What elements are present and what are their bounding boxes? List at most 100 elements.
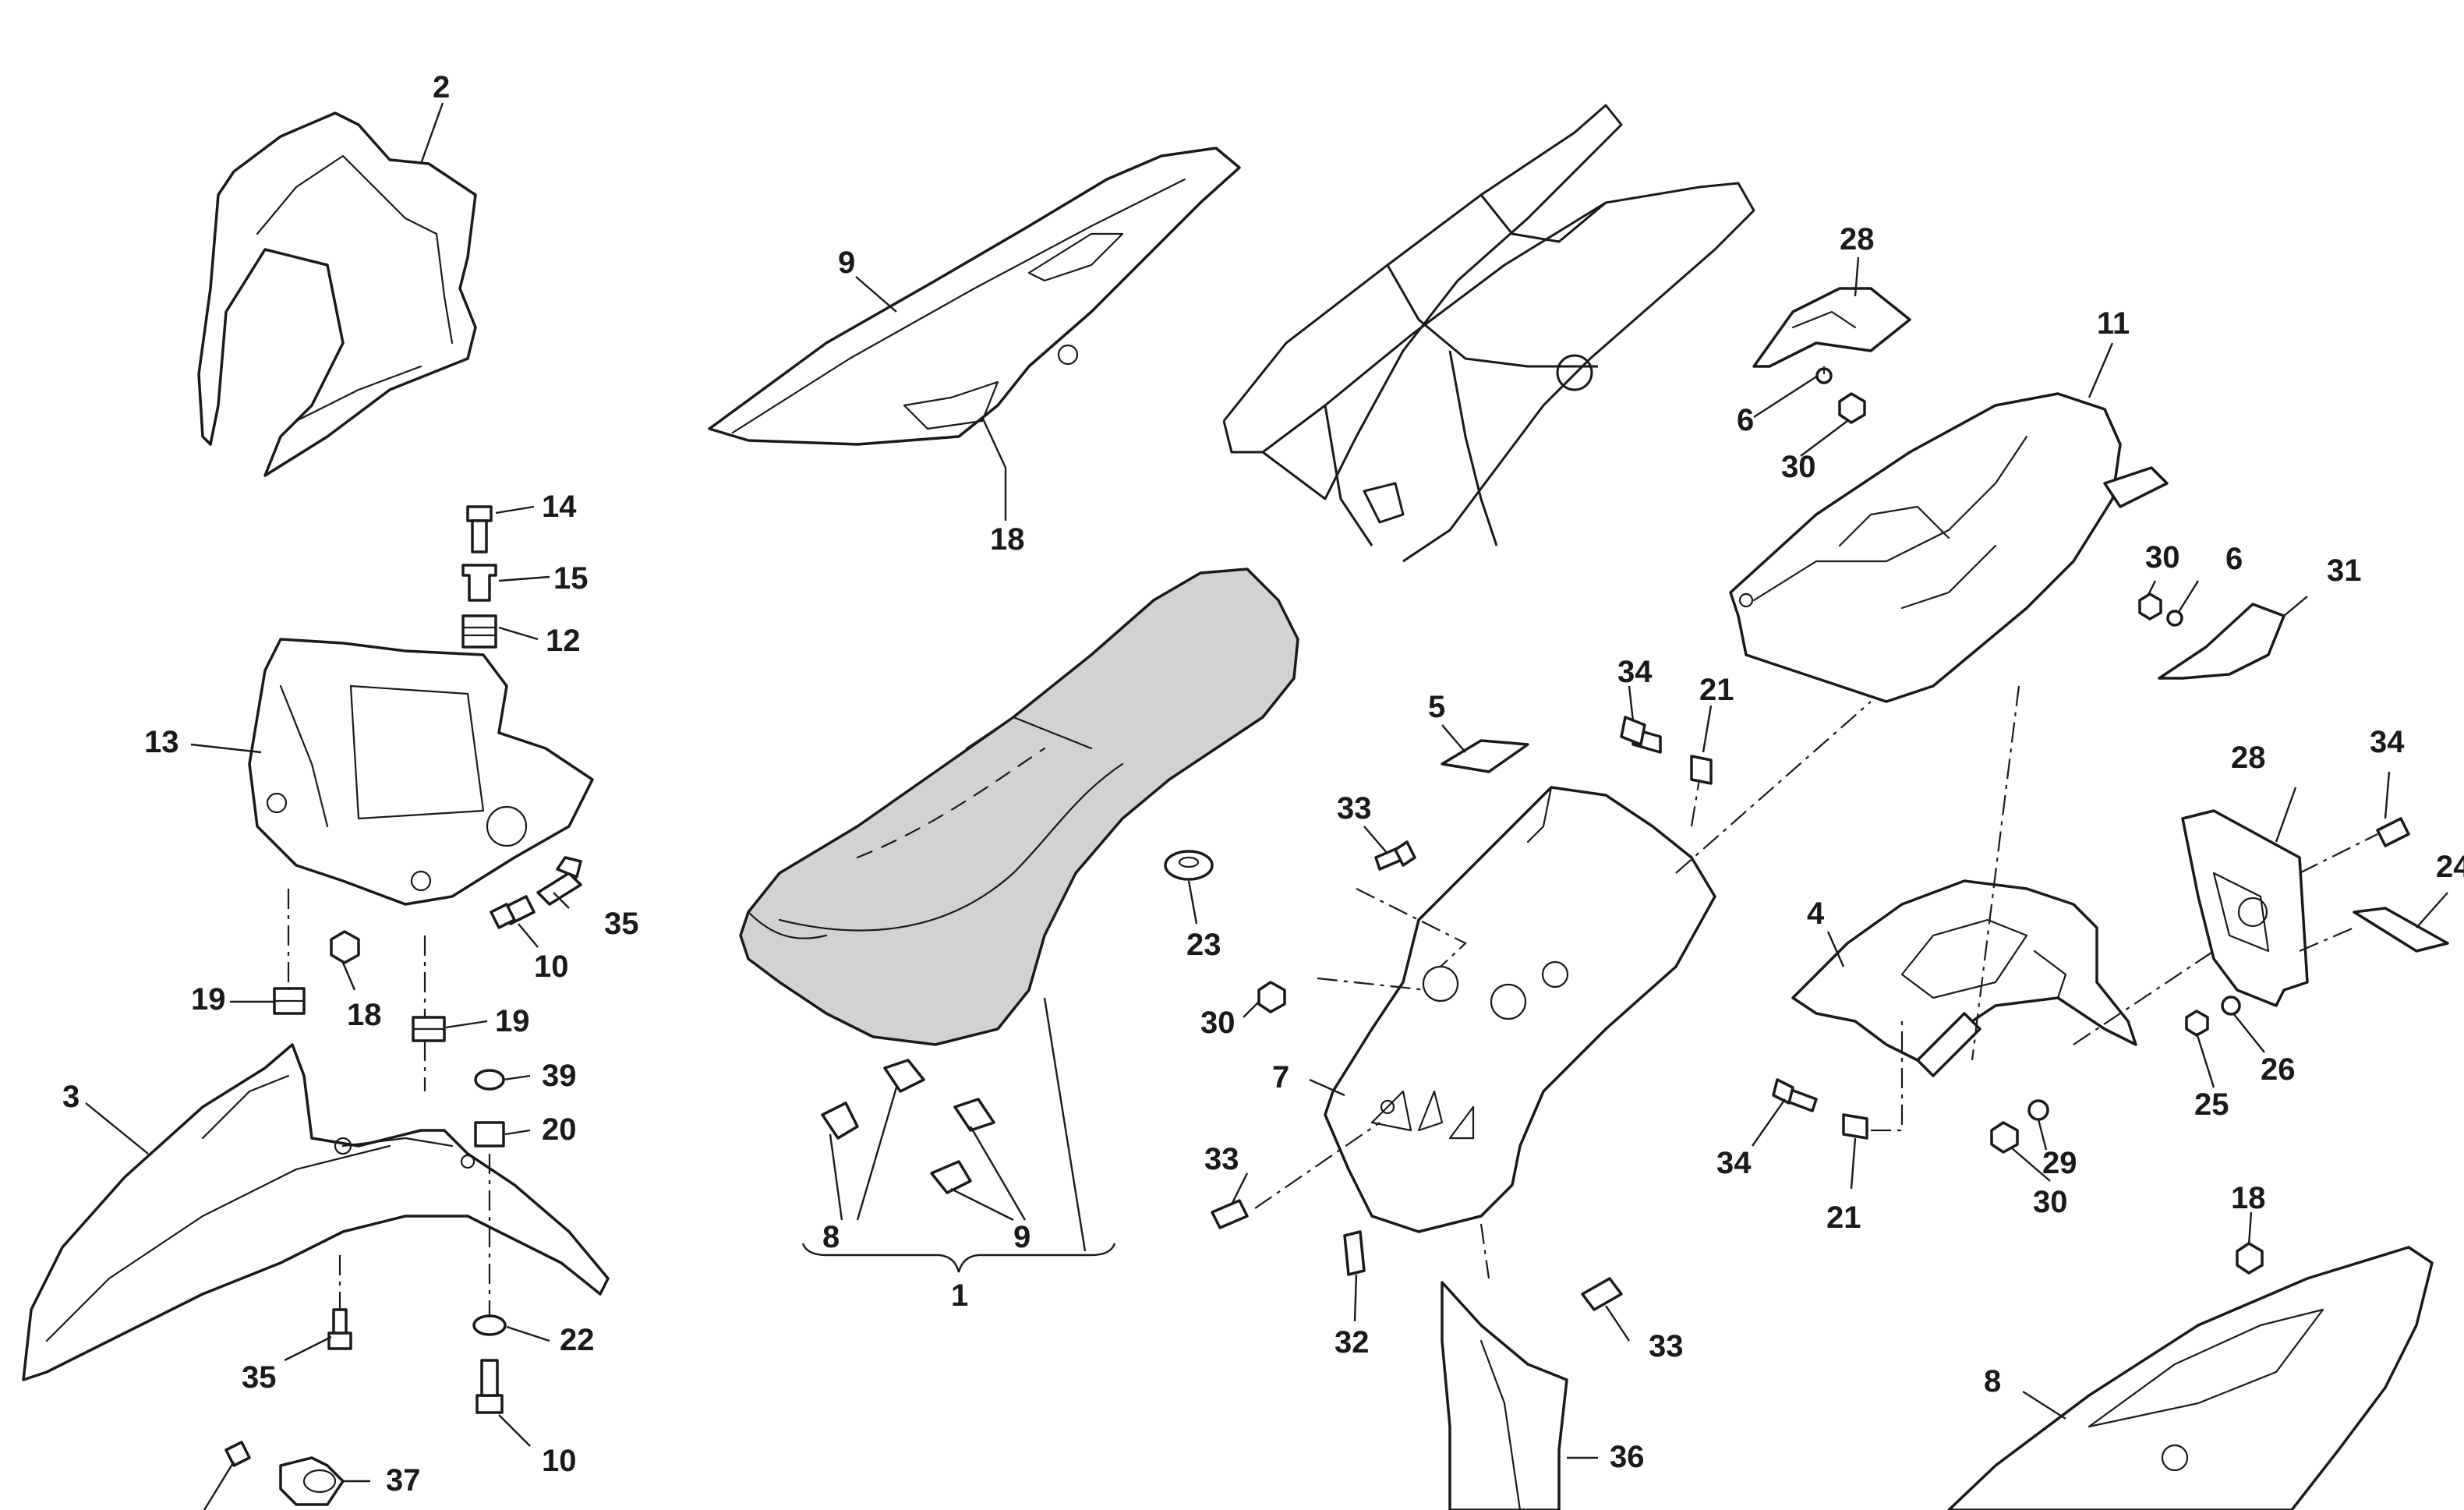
callout-21: 21 [1826,1201,1861,1235]
nut-part [2236,1242,2264,1275]
grommet-part [461,614,497,649]
callout-27: 28 [2231,741,2266,775]
spacer-part [474,1121,505,1148]
left-side-panel-part [708,147,1241,446]
callout-7: 7 [1272,1060,1289,1094]
seat-clip-part [953,1098,995,1132]
washer-part [2027,1099,2049,1121]
seat-part [739,568,1299,1046]
pad-part [1441,739,1529,773]
callout-10: 9 [1013,1220,1030,1254]
callout-13: 10 [542,1444,577,1478]
screw-part [224,1441,251,1467]
clamp-part [279,1456,345,1506]
callout-34: 34 [1617,655,1653,689]
seat-clip-part [883,1059,925,1093]
seat-clip-part [930,1160,972,1194]
bolt-part [490,895,536,929]
bolt-part [1211,1199,1249,1229]
reflector-bracket-part [2353,907,2449,953]
callout-19: 19 [191,982,226,1017]
bolt-part [475,1359,504,1414]
callout-33: 33 [1337,791,1372,826]
bolt-part [1374,840,1416,871]
callout-10: 8 [822,1220,840,1254]
assembly-lines [287,366,2378,1317]
callout-6: 6 [2225,542,2243,576]
bolt-part [327,1308,352,1350]
callout-37: 37 [386,1463,421,1498]
callout-30: 30 [2145,540,2180,575]
right-side-panel-part [1947,1246,2434,1510]
spacer-part [461,564,497,602]
nut-part [330,930,360,964]
grommet-part [273,987,306,1015]
washer-part [474,1069,505,1091]
nut-part [2185,1010,2209,1037]
callout-5: 5 [1428,690,1445,724]
leader-lines [85,102,2448,1510]
callout-30: 30 [1781,450,1816,484]
bolt-part [1620,716,1662,754]
callout-14: 12 [546,624,581,658]
nut-part [1838,392,1866,424]
callout-21: 21 [1699,673,1734,707]
callout-36: 36 [1610,1440,1645,1474]
callout-16: 14 [542,490,577,524]
callout-18: 18 [347,998,382,1032]
callout-20: 20 [542,1112,577,1147]
tail-cover-part [1729,392,2169,703]
nut-part [1990,1121,2019,1154]
rear-subframe-part [1222,104,1755,563]
callout-30: 30 [2033,1185,2068,1219]
callout-35: 35 [242,1360,277,1395]
callout-34: 34 [1716,1146,1752,1180]
callout-3: 3 [62,1080,80,1114]
rear-bracket-part [1752,287,1911,368]
callout-26: 26 [2261,1052,2296,1087]
callout-31: 31 [2327,553,2362,588]
callout-32: 32 [1335,1325,1370,1360]
mudguard-extension-part [1441,1281,1568,1510]
spacer-part [1842,1113,1868,1140]
callout-33: 33 [1649,1329,1684,1363]
callout-9: 9 [838,246,855,280]
callout-30: 30 [1200,1006,1236,1040]
bolt-part [1772,1078,1818,1112]
callout-2: 2 [433,70,450,104]
instrument-bracket-part [248,638,594,906]
washer-part [2221,995,2241,1016]
license-plate-holder-part [2181,809,2309,1007]
callout-4: 4 [1807,896,1825,931]
callout-22: 22 [560,1323,595,1357]
callout-25: 25 [2194,1087,2229,1122]
callout-28: 28 [1840,222,1875,256]
callout-6: 6 [1737,403,1754,437]
seat-clip-part [821,1102,859,1140]
callout-11: 11 [2097,306,2130,341]
callout-18: 18 [2231,1181,2266,1215]
callout-24: 24 [2436,850,2464,884]
callout-labels: 2 9 18 28 6 30 11 30 6 31 14 1 5 12 13 35… [62,70,2464,1498]
callout-18: 18 [990,522,1025,557]
callout-1: 1 [951,1278,968,1313]
callout-33: 33 [1204,1142,1239,1176]
bolt-part [466,505,493,553]
callout-8: 8 [1984,1364,2001,1399]
headlight-fairing-part [197,111,477,477]
bolt-part [536,856,582,906]
clip-part [1343,1230,1366,1276]
bolt-part [1581,1277,1623,1311]
nut-part [2138,592,2162,621]
callout-39: 39 [542,1059,577,1093]
callout-29: 29 [2042,1146,2077,1180]
callout-35: 35 [604,907,639,941]
callout-15: 13 [144,725,179,759]
bolt-part [2376,817,2410,847]
rear-inner-fender-part [1324,786,1716,1233]
washer-part [2166,610,2183,627]
callout-34: 34 [2370,725,2405,759]
side-plate-part [2158,603,2285,680]
callout-23: 23 [1186,928,1221,962]
callout-19: 19 [495,1004,530,1038]
